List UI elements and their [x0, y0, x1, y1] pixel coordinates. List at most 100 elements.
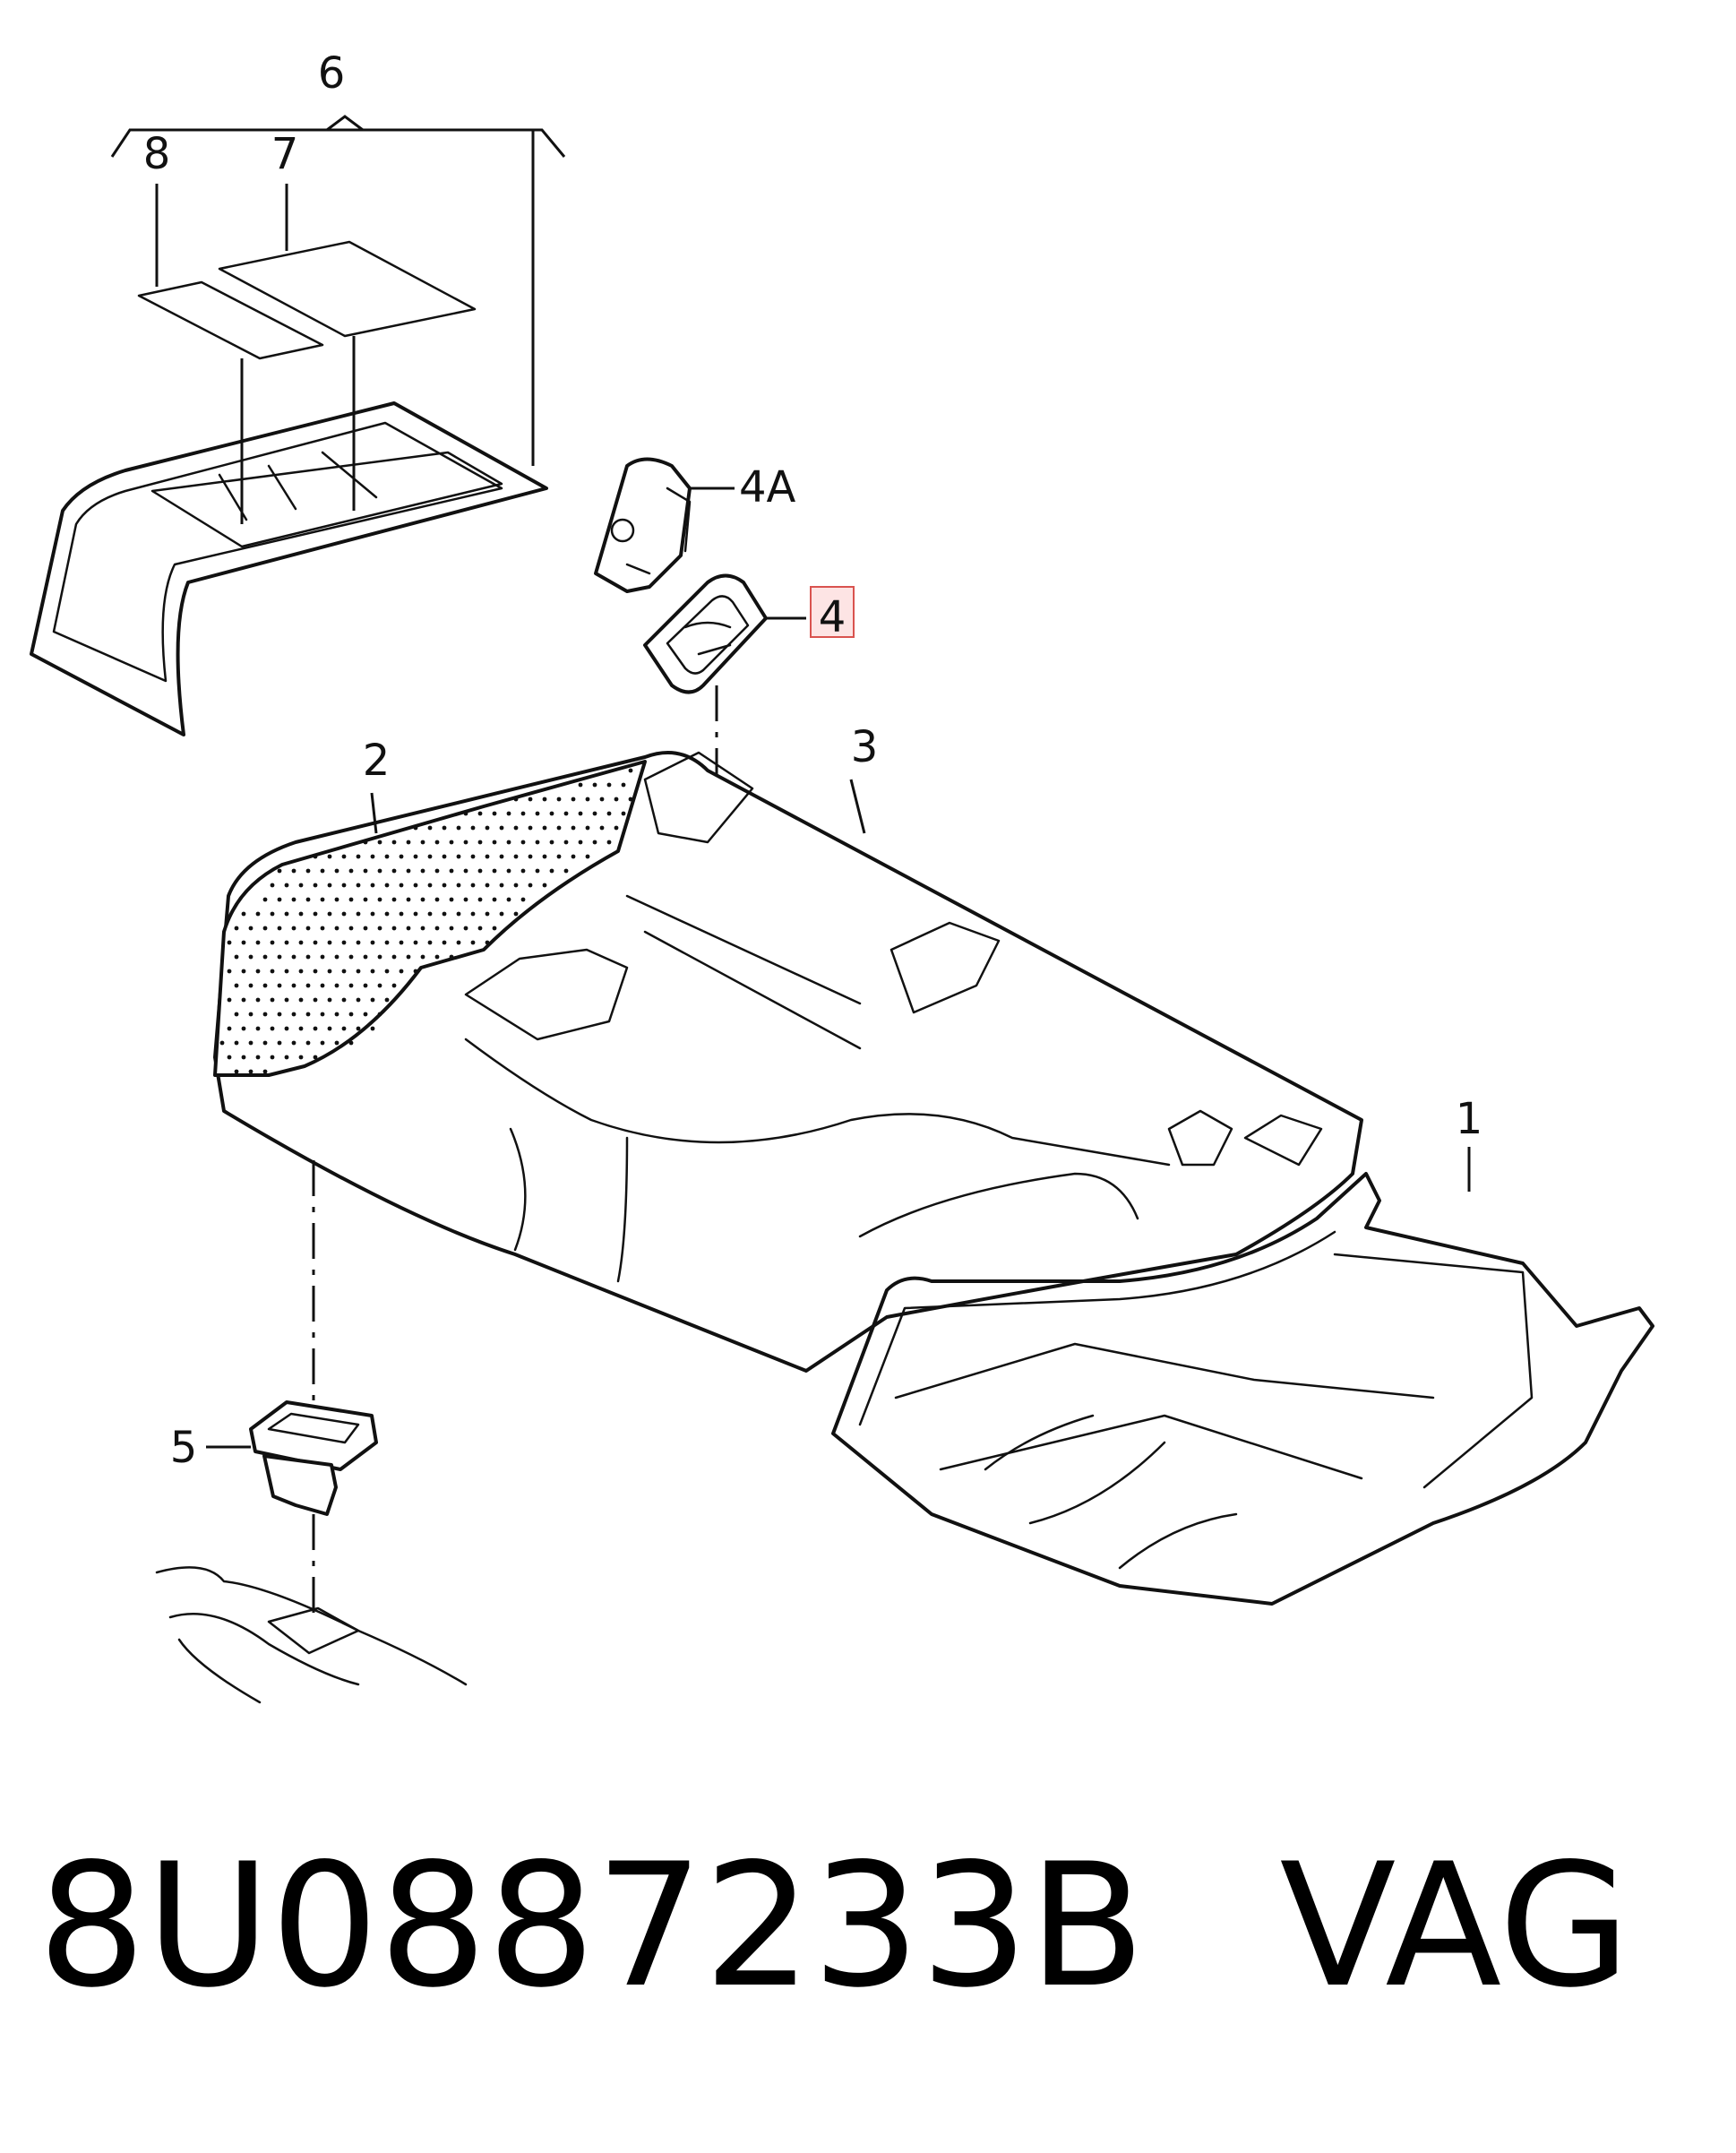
foam-dot: [556, 797, 562, 802]
foam-dot: [628, 768, 633, 773]
foam-dot: [277, 1040, 282, 1046]
foam-dot: [420, 954, 425, 960]
foam-dot: [499, 911, 504, 917]
foam-dot: [327, 1026, 332, 1031]
foam-dot: [241, 1055, 246, 1060]
foam-dot: [585, 797, 590, 802]
foam-dot: [356, 911, 361, 917]
foam-dot: [499, 825, 504, 831]
foam-dot: [535, 868, 540, 874]
foam-dot: [262, 926, 268, 931]
floor-surface: [155, 1566, 468, 1704]
foam-dot: [485, 883, 490, 888]
part-4a-bracket: [594, 457, 735, 593]
foam-dot: [434, 897, 440, 902]
foam-dot: [542, 825, 547, 831]
foam-dot: [370, 1026, 375, 1031]
foam-dot: [284, 997, 289, 1003]
foam-dot: [406, 954, 411, 960]
foam-dot: [356, 1026, 361, 1031]
foam-dot: [456, 940, 461, 945]
foam-dot: [248, 1012, 254, 1017]
foam-dot: [606, 840, 612, 845]
foam-dot: [434, 954, 440, 960]
foam-dot: [363, 983, 368, 988]
foam-dot: [449, 840, 454, 845]
foam-dot: [399, 911, 404, 917]
foam-dot: [241, 969, 246, 974]
callout-6: 6: [318, 48, 346, 99]
foam-dot: [334, 897, 339, 902]
foam-dot: [305, 897, 311, 902]
foam-dot: [492, 926, 497, 931]
foam-dot: [284, 1026, 289, 1031]
foam-dot: [291, 954, 296, 960]
foam-dot: [227, 997, 232, 1003]
foam-dot: [270, 1055, 275, 1060]
foam-dot: [320, 1012, 325, 1017]
foam-dot: [262, 1040, 268, 1046]
foam-dot: [348, 926, 354, 931]
foam-dot: [442, 940, 447, 945]
foam-dot: [621, 811, 626, 816]
foam-dot: [248, 954, 254, 960]
foam-dot: [262, 954, 268, 960]
part-2-foam-layer: [213, 760, 647, 1077]
foam-dot: [241, 1026, 246, 1031]
foam-dot: [356, 997, 361, 1003]
foam-dot: [592, 811, 597, 816]
foam-dot: [399, 854, 404, 859]
foam-dot: [234, 1069, 239, 1074]
foam-dot: [542, 797, 547, 802]
foam-dot: [384, 940, 390, 945]
brand-name: VAG: [1279, 1827, 1631, 2025]
foam-dot: [356, 940, 361, 945]
callout-8: 8: [143, 129, 171, 179]
foam-dot: [427, 854, 433, 859]
foam-dot: [563, 811, 569, 816]
foam-dot: [248, 1040, 254, 1046]
foam-dot: [227, 969, 232, 974]
foam-dot: [528, 854, 533, 859]
foam-dot: [348, 1040, 354, 1046]
foam-dot: [470, 883, 476, 888]
foam-dot: [592, 840, 597, 845]
foam-dot: [356, 883, 361, 888]
foam-dot: [413, 969, 418, 974]
foam-dot: [277, 983, 282, 988]
foam-dot: [320, 868, 325, 874]
foam-dot: [291, 1012, 296, 1017]
foam-dot: [427, 911, 433, 917]
foam-dot: [477, 897, 483, 902]
callout-3: 3: [851, 722, 879, 772]
foam-dot: [535, 811, 540, 816]
part-6-brace: [110, 115, 566, 466]
foam-dot: [492, 868, 497, 874]
foam-dot: [606, 811, 612, 816]
foam-dot: [255, 911, 261, 917]
foam-dot: [234, 983, 239, 988]
callout-5: 5: [170, 1423, 198, 1473]
foam-dot: [305, 1040, 311, 1046]
callout-4-highlight: [810, 586, 855, 638]
foam-dot: [384, 969, 390, 974]
foam-dot: [363, 840, 368, 845]
foam-dot: [298, 940, 304, 945]
foam-dot: [563, 868, 569, 874]
foam-dot: [241, 997, 246, 1003]
foam-dot: [363, 868, 368, 874]
foam-dot: [262, 983, 268, 988]
foam-dot: [341, 969, 347, 974]
foam-dot: [305, 983, 311, 988]
foam-dot: [313, 969, 318, 974]
foam-dot: [377, 954, 382, 960]
foam-dot: [334, 1040, 339, 1046]
foam-dot: [485, 911, 490, 917]
foam-dot: [463, 897, 468, 902]
foam-dot: [449, 926, 454, 931]
foam-dot: [327, 940, 332, 945]
foam-dot: [599, 825, 605, 831]
foam-dot: [549, 840, 554, 845]
foam-dot: [391, 954, 397, 960]
